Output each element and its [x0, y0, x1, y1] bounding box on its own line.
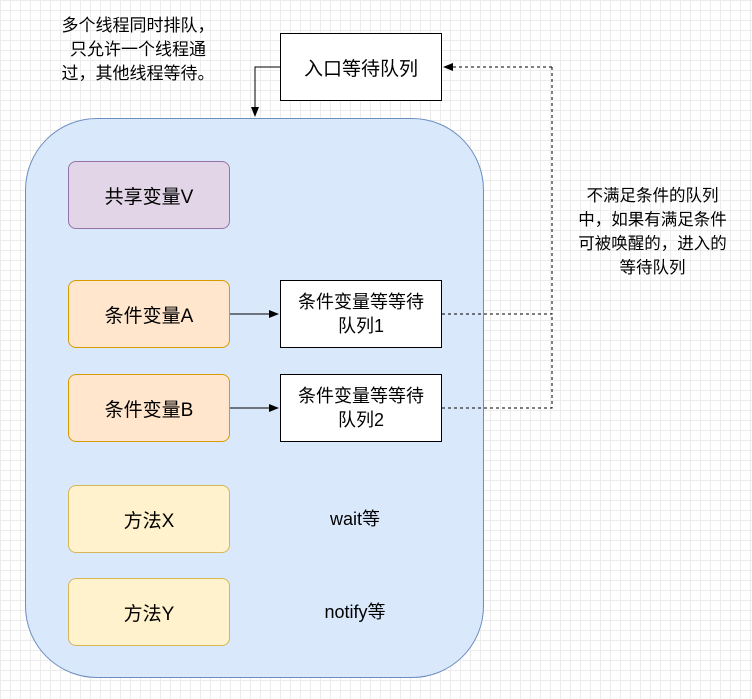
condition-queue-2-line-1: 条件变量等等待 [298, 386, 424, 406]
note-top: 多个线程同时排队， 只允许一个线程通 过，其他线程等待。 [38, 14, 238, 86]
queue-2-return-line [442, 314, 553, 409]
method-x-box: 方法X [68, 485, 230, 553]
method-y-box: 方法Y [68, 578, 230, 646]
note-right-line-2: 中，如果有满足条件 [578, 211, 727, 229]
shared-variable-box: 共享变量V [68, 161, 230, 229]
condition-queue-1-line-1: 条件变量等等待 [298, 292, 424, 312]
note-right-line-1: 不满足条件的队列 [586, 187, 719, 205]
condition-b-box: 条件变量B [68, 374, 230, 442]
entry-queue-box: 入口等待队列 [280, 33, 442, 101]
note-top-line-2: 只允许一个线程通 [70, 40, 206, 59]
condition-queue-2-line-2: 队列2 [337, 410, 384, 430]
note-top-line-1: 多个线程同时排队， [61, 16, 215, 35]
condition-queue-1-line-2: 队列1 [337, 316, 384, 336]
condition-a-box: 条件变量A [68, 280, 230, 348]
wait-label: wait等 [329, 509, 380, 529]
condition-queue-2-box: 条件变量等等待 队列2 [280, 374, 442, 442]
method-y-label: 方法Y [123, 603, 175, 625]
note-right-line-3: 可被唤醒的，进入的 [578, 235, 727, 253]
condition-a-label: 条件变量A [104, 305, 194, 327]
condition-b-label: 条件变量B [104, 399, 194, 421]
method-x-label: 方法X [123, 510, 175, 532]
condition-queue-1-box: 条件变量等等待 队列1 [280, 280, 442, 348]
notify-label: notify等 [324, 602, 386, 622]
entry-to-monitor-arrow [251, 66, 280, 117]
note-right: 不满足条件的队列 中，如果有满足条件 可被唤醒的，进入的 等待队列 [553, 184, 752, 280]
entry-queue-label: 入口等待队列 [303, 58, 418, 80]
queue-1-return-line [442, 67, 553, 315]
note-top-line-3: 过，其他线程等待。 [61, 64, 215, 83]
shared-variable-label: 共享变量V [104, 186, 194, 208]
note-right-line-4: 等待队列 [619, 259, 686, 277]
